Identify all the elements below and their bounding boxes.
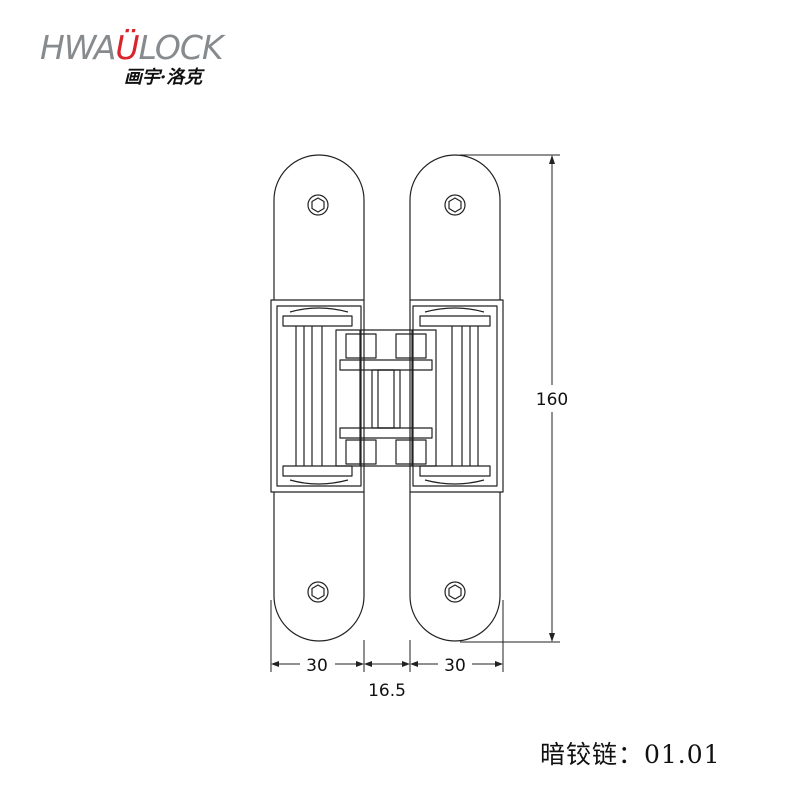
dimension-height: 160 — [536, 390, 568, 410]
brand-wordmark: HWAÜLOCK — [40, 28, 224, 67]
brand-subtitle: 画宇·洛克 — [124, 67, 203, 88]
brand-accent-letter: Ü — [115, 28, 139, 67]
brand-logo: HWAÜLOCK 画宇·洛克 — [40, 30, 240, 92]
left-bottom-screw-icon — [307, 581, 329, 603]
product-caption: 暗铰链：01.01 — [540, 740, 721, 769]
left-leaf-bottom — [273, 492, 365, 642]
left-leaf-top — [273, 154, 365, 300]
dimension-right-width: 30 — [444, 656, 466, 676]
left-top-screw-icon — [307, 194, 329, 216]
right-leaf-bottom — [409, 492, 501, 642]
right-top-screw-icon — [444, 194, 466, 216]
brand-suffix: LOCK — [138, 28, 224, 67]
left-body — [270, 299, 365, 493]
dimension-left-width: 30 — [306, 656, 328, 676]
right-body — [409, 299, 504, 493]
right-leaf-top — [409, 154, 501, 300]
brand-prefix: HWA — [40, 28, 116, 67]
dimension-gap: 16.5 — [368, 681, 406, 701]
center-linkage — [335, 329, 437, 467]
right-bottom-screw-icon — [444, 581, 466, 603]
